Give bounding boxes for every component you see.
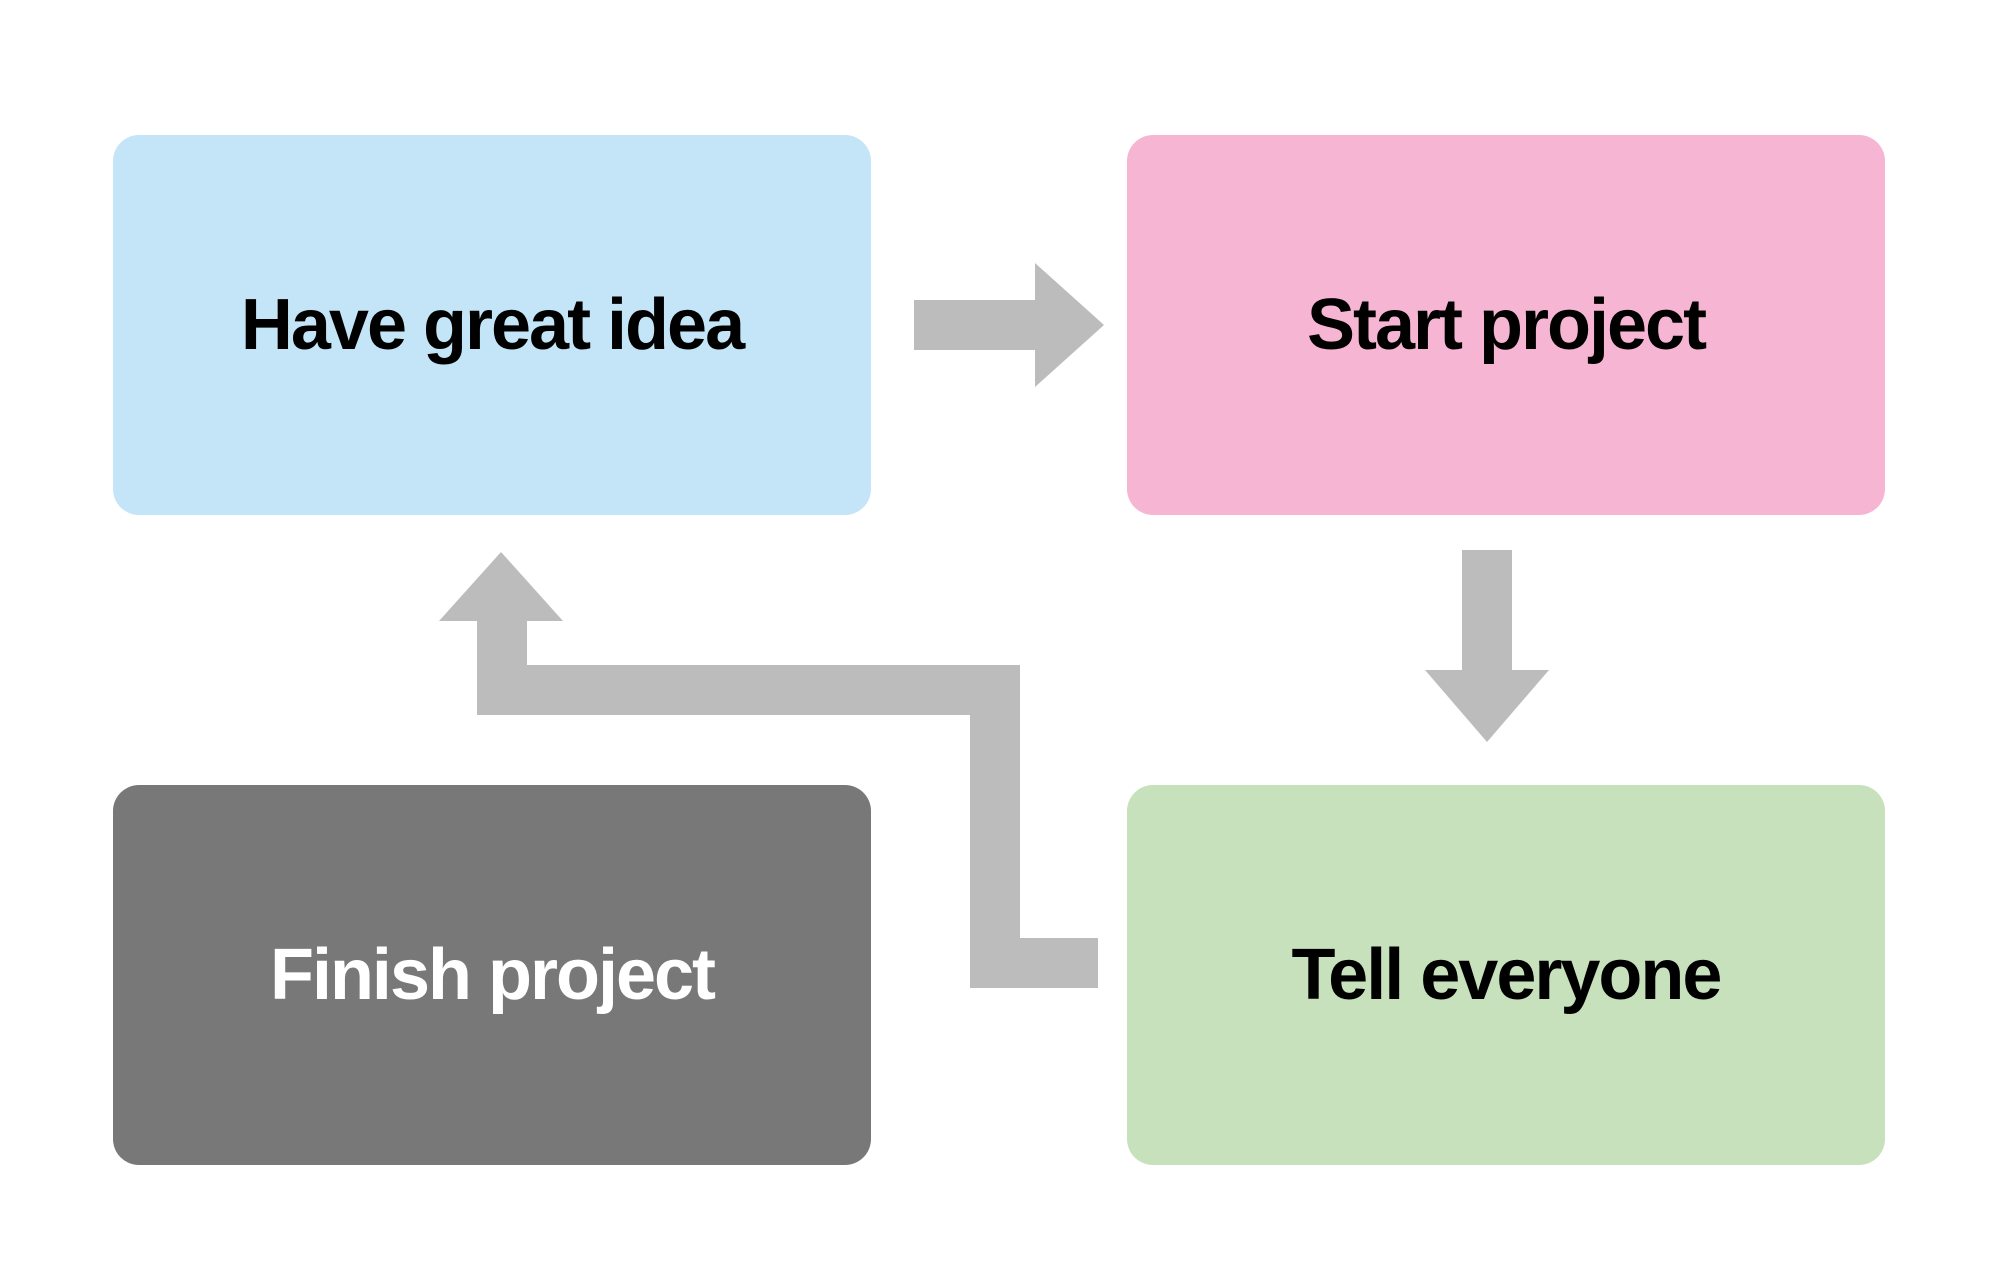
box-label-tell-everyone: Tell everyone	[1291, 935, 1723, 1015]
box-label-start-project: Start project	[1306, 285, 1707, 365]
arrow-idea-to-start	[914, 263, 1104, 387]
box-label-have-great-idea: Have great idea	[240, 285, 745, 365]
arrow-start-to-tell	[1425, 550, 1549, 742]
box-start-project: Start project	[1127, 135, 1885, 515]
box-finish-project: Finish project	[113, 785, 871, 1165]
box-have-great-idea: Have great idea	[113, 135, 871, 515]
box-label-finish-project: Finish project	[269, 935, 716, 1015]
box-tell-everyone: Tell everyone	[1127, 785, 1885, 1165]
arrow-tell-to-idea	[439, 552, 1098, 988]
